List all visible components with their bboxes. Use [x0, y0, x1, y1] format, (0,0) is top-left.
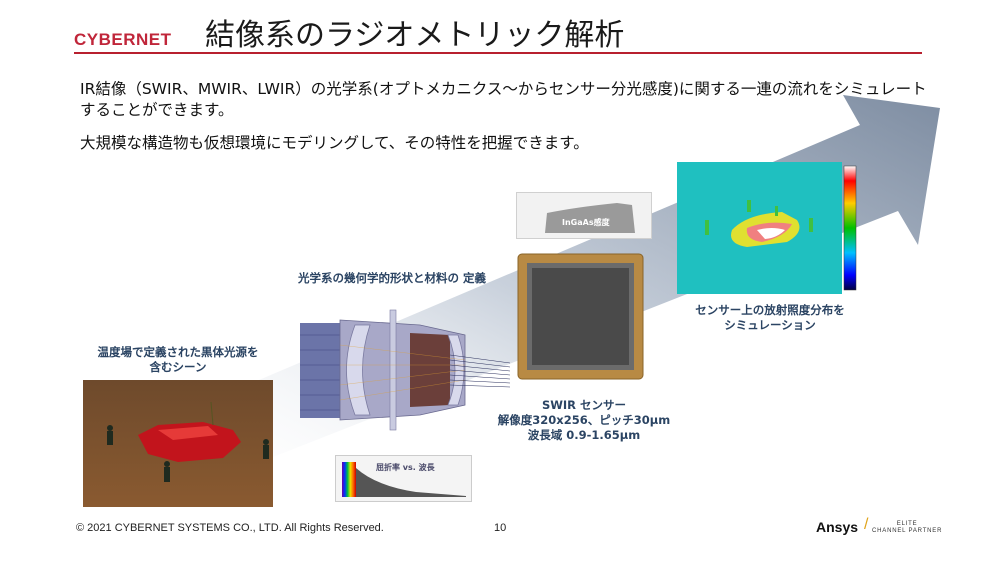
- partner-line2: CHANNEL PARTNER: [872, 528, 943, 534]
- sensor-caption-line3: 波長域 0.9-1.65μm: [527, 428, 641, 442]
- copyright-text: © 2021 CYBERNET SYSTEMS CO., LTD. All Ri…: [76, 522, 384, 534]
- ingaas-sensitivity-curve: [545, 203, 635, 233]
- refraction-index-curve: [342, 462, 466, 497]
- intro-paragraph: IR結像（SWIR、MWIR、LWIR）の光学系(オプトメカニクス～からセンサー…: [80, 80, 927, 119]
- page-number: 10: [494, 522, 507, 534]
- scene-caption: 温度場で定義された黒体光源を 含むシーン: [78, 345, 278, 375]
- scene-caption-line1: 温度場で定義された黒体光源を: [97, 345, 259, 359]
- refraction-chart-label: 屈折率 vs. 波長: [376, 463, 435, 472]
- cybernet-logo: CYBERNET: [74, 30, 172, 49]
- irradiance-caption-line1: センサー上の放射照度分布を: [695, 303, 845, 317]
- scene-caption-line2: 含むシーン: [149, 360, 207, 374]
- swir-sensor-image: [517, 253, 644, 380]
- ansys-logo: Ansys: [816, 519, 859, 535]
- sensor-caption-line1: SWIR センサー: [541, 398, 627, 412]
- partner-line1: ELITE: [896, 521, 918, 527]
- irradiance-map: [677, 162, 857, 294]
- irradiance-caption-line2: シミュレーション: [724, 318, 816, 332]
- slide-title: 結像系のラジオメトリック解析: [205, 18, 625, 53]
- title-divider: [74, 52, 922, 54]
- summary-paragraph: 大規模な構造物も仮想環境にモデリングして、その特性を把握できます。: [80, 134, 589, 152]
- partner-slash-icon: /: [864, 516, 869, 533]
- irradiance-caption: センサー上の放射照度分布を シミュレーション: [690, 303, 850, 333]
- lens-system-diagram: [300, 309, 510, 431]
- refraction-index-chart: 屈折率 vs. 波長: [335, 455, 472, 502]
- sensor-caption: SWIR センサー 解像度320x256、ピッチ30μm 波長域 0.9-1.6…: [484, 398, 684, 443]
- optics-caption: 光学系の幾何学的形状と材料の 定義: [297, 271, 486, 285]
- elite-partner-badge: ELITE CHANNEL PARTNER: [872, 521, 942, 535]
- sensor-caption-line2: 解像度320x256、ピッチ30μm: [497, 413, 671, 427]
- ingaas-chart-label: InGaAs感度: [562, 218, 610, 227]
- ingaas-sensitivity-chart: InGaAs感度: [516, 192, 652, 239]
- scene-image: [83, 380, 273, 507]
